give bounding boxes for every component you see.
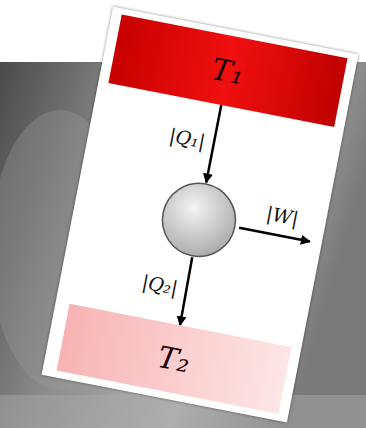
heat-label: |Q₂|	[138, 271, 181, 300]
reservoir-temperature: T₂	[155, 339, 193, 378]
work-arrow	[239, 228, 310, 242]
hot-reservoir: T₁	[108, 14, 347, 127]
circle-outline	[154, 175, 243, 264]
engine-circle-shape	[156, 177, 242, 263]
engine-circle	[154, 175, 243, 264]
heat-label: |Q₁|	[166, 124, 209, 153]
heat-flow-arrow	[179, 257, 193, 325]
work-label: |W|	[262, 202, 302, 230]
reservoir-temperature: T₁	[209, 51, 247, 90]
heat-flow-arrow	[206, 105, 221, 183]
